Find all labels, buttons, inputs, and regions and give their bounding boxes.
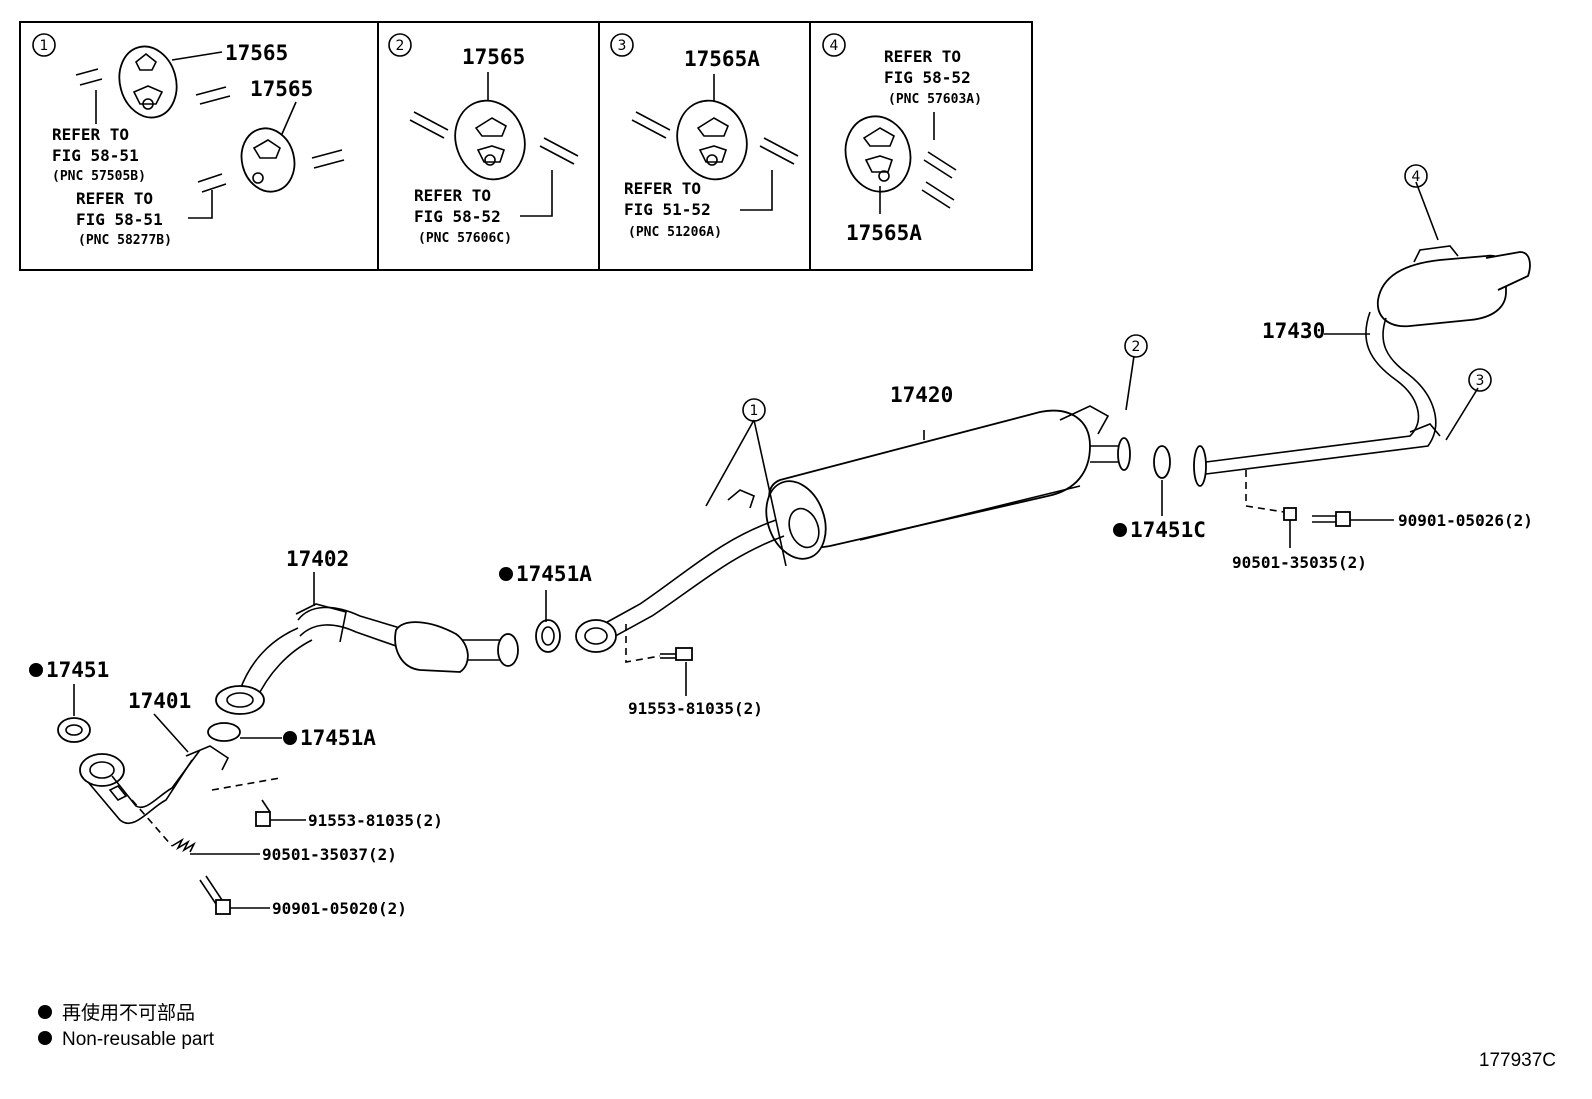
part-17420-label: 17420	[890, 383, 953, 407]
bolt-icon	[660, 647, 693, 661]
center-pipe-muffler	[575, 405, 1131, 653]
svg-text:4: 4	[1412, 169, 1421, 185]
nut-90501-35035-label: 90501-35035(2)	[1232, 553, 1367, 572]
inset-2: 2 17565 REFER TO FIG 58-52 (PNC 57606C)	[388, 33, 579, 246]
inset-1-ref2-pnc: (PNC 58277B)	[78, 233, 172, 248]
nut-icon	[1283, 507, 1297, 521]
part-17430-label: 17430	[1262, 319, 1325, 343]
bolt-icon	[1312, 511, 1351, 527]
part-17451-label: 17451	[46, 658, 109, 682]
leader-lines	[73, 181, 1479, 909]
inset-1-part-a-label: 17565	[225, 41, 288, 65]
inset-3-ref-line2: FIG 51-52	[624, 200, 711, 219]
part-17451a-lower-label: 17451A	[300, 726, 376, 750]
non-reusable-marker	[1113, 523, 1127, 537]
inset-3-ref-line1: REFER TO	[624, 179, 701, 198]
inset-2-number: 2	[396, 38, 405, 54]
inset-1-ref2-line2: FIG 58-51	[76, 210, 163, 229]
non-reusable-marker	[29, 663, 43, 677]
gasket-17451c	[1153, 445, 1171, 479]
inset-4: 4 REFER TO FIG 58-52 (PNC 57603A) 17565A	[822, 33, 982, 245]
svg-text:1: 1	[750, 403, 759, 419]
exhaust-manifold-pipe	[79, 745, 230, 825]
non-reusable-marker	[499, 567, 513, 581]
part-17451a-upper-label: 17451A	[516, 562, 592, 586]
inset-2-ref-line2: FIG 58-52	[414, 207, 501, 226]
bolt-91553-81035-mid-label: 91553-81035(2)	[628, 699, 763, 718]
inset-4-ref-line2: FIG 58-52	[884, 68, 971, 87]
inset-1-ref1-pnc: (PNC 57505B)	[52, 169, 146, 184]
callout-3: 3	[1468, 368, 1492, 392]
inset-1-ref2-line1: REFER TO	[76, 189, 153, 208]
bolt-icon	[199, 875, 231, 915]
inset-1-number: 1	[40, 38, 49, 54]
inset-1-part-b-label: 17565	[250, 77, 313, 101]
legend-jp: 再使用不可部品	[62, 1002, 195, 1024]
inset-3-number: 3	[618, 38, 627, 54]
bolt-90901-05026-label: 90901-05026(2)	[1398, 511, 1533, 530]
inset-4-ref-pnc: (PNC 57603A)	[888, 92, 982, 107]
bolt-90901-05020-label: 90901-05020(2)	[272, 899, 407, 918]
legend: 再使用不可部品 Non-reusable part	[38, 1002, 215, 1050]
rubber-hanger-icon	[454, 99, 526, 181]
svg-text:2: 2	[1132, 339, 1141, 355]
non-reusable-marker	[283, 731, 297, 745]
inset-3-ref-pnc: (PNC 51206A)	[628, 225, 722, 240]
bolt-91553-81035-low-label: 91553-81035(2)	[308, 811, 443, 830]
inset-2-part-label: 17565	[462, 45, 525, 69]
legend-dot-icon	[38, 1005, 52, 1019]
inset-1-ref1-line1: REFER TO	[52, 125, 129, 144]
callout-4: 4	[1404, 164, 1428, 188]
figure-id: 177937C	[1479, 1050, 1556, 1071]
callout-2: 2	[1124, 334, 1148, 358]
inset-1: 1 17565 17565 REFER TO FIG 58-51 (PNC 57…	[32, 33, 345, 248]
inset-1-ref1-line2: FIG 58-51	[52, 146, 139, 165]
gasket-17451a-lower	[207, 722, 241, 742]
part-17451c-label: 17451C	[1130, 518, 1206, 542]
legend-dot-icon	[38, 1031, 52, 1045]
gasket-17451a-upper	[535, 619, 561, 653]
svg-text:3: 3	[1476, 373, 1485, 389]
inset-panels	[19, 21, 1033, 271]
inset-2-ref-line1: REFER TO	[414, 186, 491, 205]
inset-3-part-label: 17565A	[684, 47, 760, 71]
inset-4-number: 4	[830, 38, 839, 54]
part-17402-label: 17402	[286, 547, 349, 571]
inset-4-part-label: 17565A	[846, 221, 922, 245]
gasket-17451	[57, 717, 91, 743]
front-pipe-converter	[215, 603, 519, 715]
inset-4-ref-line1: REFER TO	[884, 47, 961, 66]
spring-90501-35037-label: 90501-35037(2)	[262, 845, 397, 864]
part-17401-label: 17401	[128, 689, 191, 713]
bolt-icon	[255, 799, 271, 827]
legend-en: Non-reusable part	[62, 1029, 215, 1050]
rubber-hanger-icon	[676, 99, 748, 181]
callout-1: 1	[742, 398, 766, 422]
rubber-hanger-icon	[844, 115, 912, 193]
inset-3: 3 17565A REFER TO FIG 51-52 (PNC 51206A)	[610, 33, 799, 240]
rubber-hanger-icon	[118, 45, 178, 119]
spring-icon	[171, 837, 196, 853]
tail-pipe-assembly	[1193, 245, 1531, 487]
inset-2-ref-pnc: (PNC 57606C)	[418, 231, 512, 246]
rubber-hanger-icon	[240, 127, 296, 193]
